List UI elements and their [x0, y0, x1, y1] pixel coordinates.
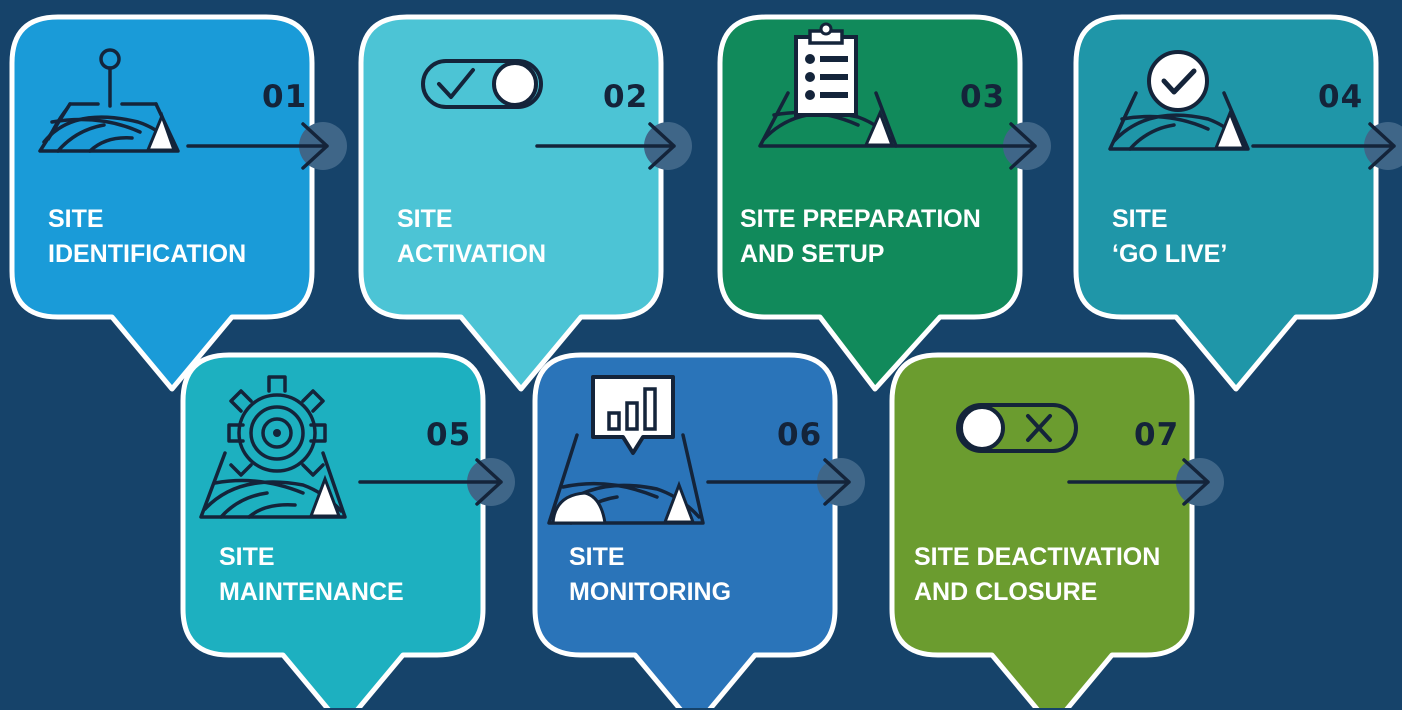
step-5-arrow-icon — [358, 458, 515, 506]
step-5: 05 SITE MAINTENANCE — [183, 355, 483, 710]
checklist-map-icon — [758, 22, 898, 148]
step-1-bubble — [9, 14, 315, 392]
step-6-arrow-icon — [706, 458, 865, 506]
toggle-off-icon — [956, 403, 1078, 453]
checkmark-map-icon — [1108, 50, 1250, 151]
step-5-number: 05 — [426, 417, 472, 453]
step-6-bubble — [532, 352, 838, 708]
step-1-number: 01 — [262, 79, 308, 115]
step-7-arrow-icon — [1067, 458, 1224, 506]
step-3-arrow-icon — [894, 122, 1051, 170]
step-2: 02 SITE ACTIVATION — [361, 17, 661, 372]
step-6-title-line1: SITE — [569, 543, 625, 571]
step-5-bubble — [180, 352, 486, 708]
step-4: 04 SITE ‘GO LIVE’ — [1076, 17, 1376, 372]
step-5-title-line2: MAINTENANCE — [219, 578, 404, 606]
step-6-number: 06 — [777, 417, 823, 453]
step-3-number: 03 — [960, 79, 1006, 115]
step-4-arrow-icon — [1251, 122, 1402, 170]
step-7-title-line1: SITE DEACTIVATION — [914, 543, 1161, 571]
step-4-bubble — [1073, 14, 1379, 392]
step-1-title-line2: IDENTIFICATION — [48, 240, 247, 268]
step-5-title-line1: SITE — [219, 543, 275, 571]
step-7: 07 SITE DEACTIVATION AND CLOSURE — [892, 355, 1192, 710]
chart-map-icon — [547, 375, 705, 525]
step-4-title-line2: ‘GO LIVE’ — [1112, 240, 1228, 268]
step-4-number: 04 — [1318, 79, 1364, 115]
map-pin-icon — [38, 48, 180, 153]
step-3-title-line1: SITE PREPARATION — [740, 205, 981, 233]
step-4-title-line1: SITE — [1112, 205, 1168, 233]
step-1-arrow-icon — [186, 122, 347, 170]
step-2-title-line1: SITE — [397, 205, 453, 233]
step-2-title-line2: ACTIVATION — [397, 240, 547, 268]
step-2-bubble — [358, 14, 664, 392]
step-1: 01 SITE IDENTIFICATION — [12, 17, 312, 372]
gear-map-icon — [199, 375, 347, 519]
step-6-title-line2: MONITORING — [569, 578, 732, 606]
step-1-title-line1: SITE — [48, 205, 104, 233]
step-3: 03 SITE PREPARATION AND SETUP — [720, 17, 1020, 372]
step-7-number: 07 — [1134, 417, 1180, 453]
step-2-number: 02 — [603, 79, 649, 115]
step-3-title-line2: AND SETUP — [740, 240, 885, 268]
step-7-title-line2: AND CLOSURE — [914, 578, 1098, 606]
toggle-on-icon — [421, 59, 543, 109]
step-6: 06 SITE MONITORING — [535, 355, 835, 710]
step-2-arrow-icon — [535, 122, 692, 170]
